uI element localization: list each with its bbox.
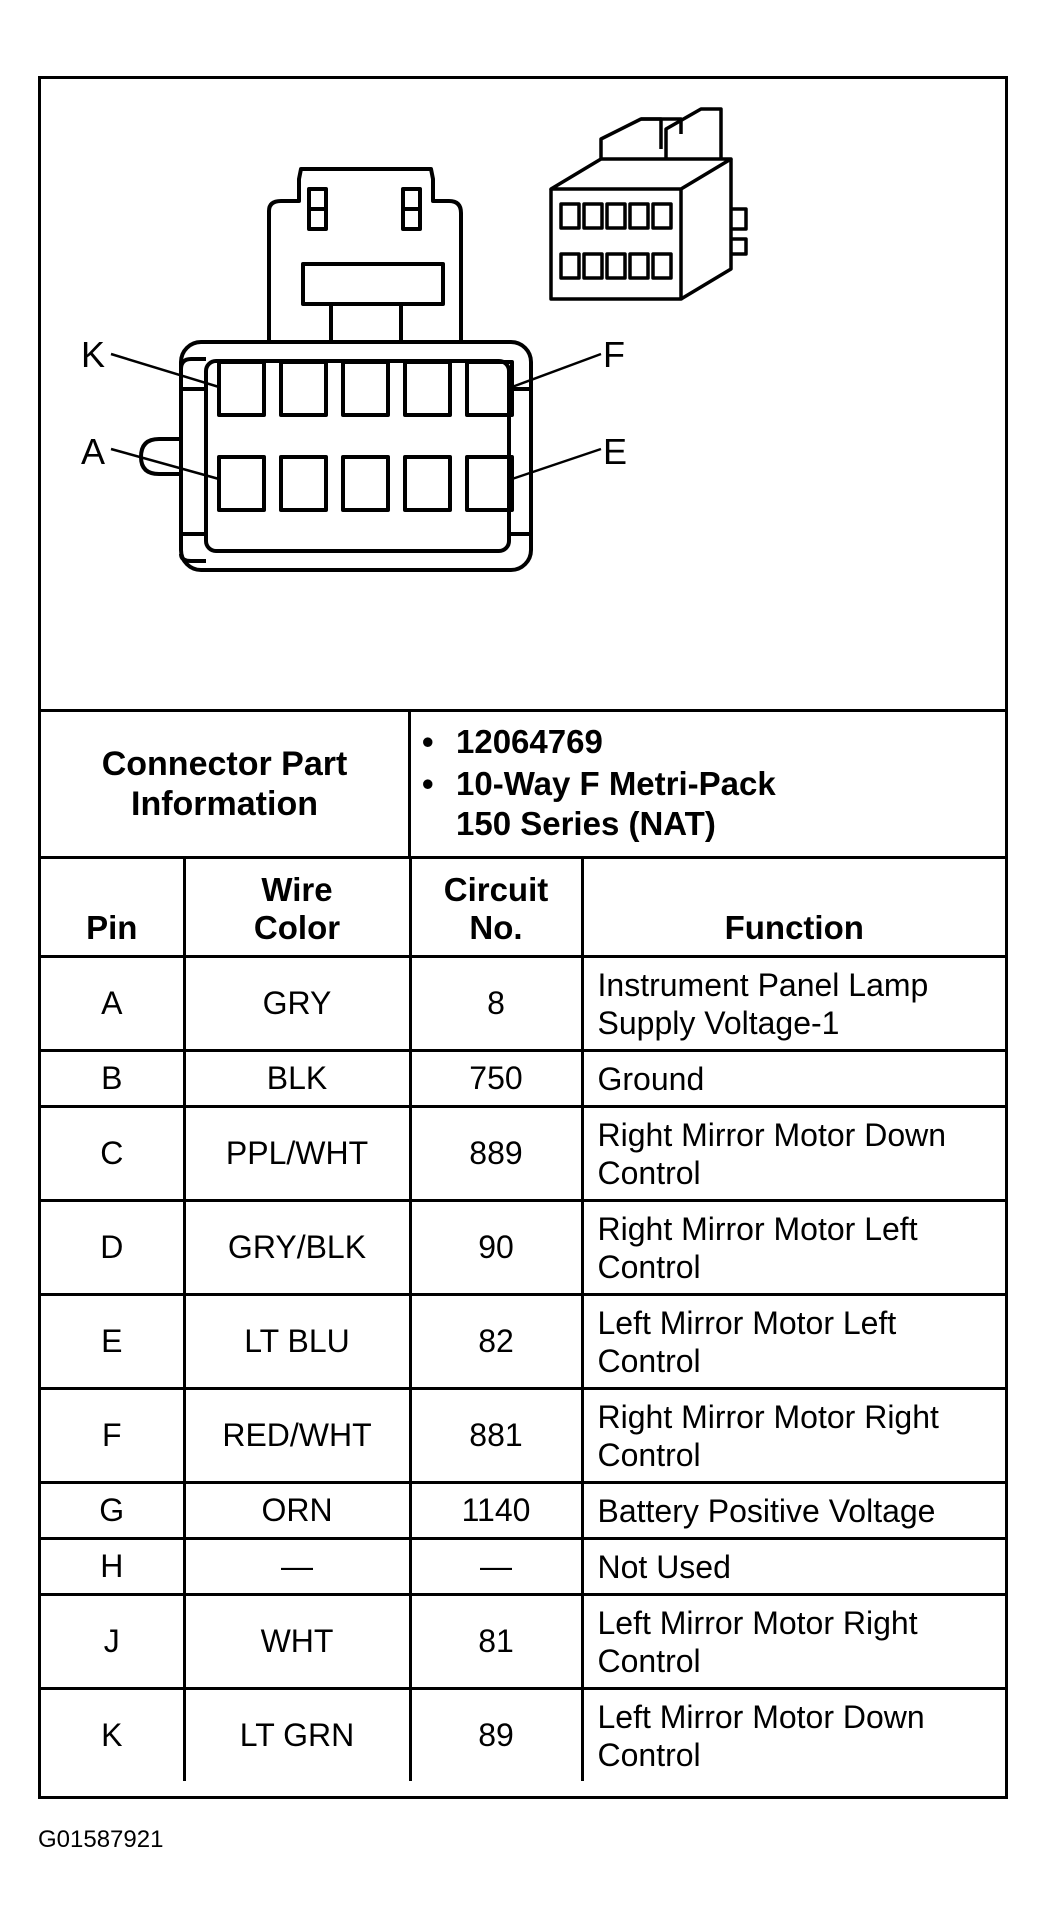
pin-cell: C — [41, 1105, 186, 1202]
connector-part-info-label: Connector Part Information — [41, 712, 411, 856]
pin-label-a: A — [81, 431, 105, 472]
wire-color-cell: ORN — [182, 1481, 412, 1540]
table-row: A GRY 8 Instrument Panel Lamp Supply Vol… — [41, 955, 1005, 1052]
pin-cell: G — [41, 1481, 186, 1540]
pin-table-header: Pin Wire Color Circuit No. Function — [41, 859, 1005, 958]
function-cell: Left Mirror Motor Left Control — [580, 1293, 1005, 1390]
pin-label-f: F — [603, 334, 625, 375]
connector-latch — [267, 167, 463, 343]
connector-type: 10-Way F Metri-Pack 150 Series (NAT) — [422, 764, 1005, 844]
wire-color-cell: PPL/WHT — [182, 1105, 412, 1202]
circuit-cell: 89 — [408, 1687, 584, 1781]
circuit-cell: 889 — [408, 1105, 584, 1202]
wire-color-cell: LT GRN — [182, 1687, 412, 1781]
connector-part-info-title: Connector Part Information — [101, 745, 348, 823]
wire-color-cell: — — [182, 1537, 412, 1596]
pin-label-e: E — [603, 431, 627, 472]
connector-sheet: K F A E Connector — [38, 76, 1008, 1799]
pin-cell: K — [41, 1687, 186, 1781]
circuit-cell: 1140 — [408, 1481, 584, 1540]
table-row: F RED/WHT 881 Right Mirror Motor Right C… — [41, 1387, 1005, 1484]
part-number: 12064769 — [422, 722, 1005, 762]
wire-color-cell: GRY/BLK — [182, 1199, 412, 1296]
function-cell: Left Mirror Motor Down Control — [580, 1687, 1005, 1781]
connector-part-info-values: 12064769 10-Way F Metri-Pack 150 Series … — [411, 712, 1005, 856]
connector-body — [179, 340, 533, 572]
function-cell: Right Mirror Motor Left Control — [580, 1199, 1005, 1296]
connector-isometric-view — [549, 107, 748, 301]
pin-cell: A — [41, 955, 186, 1052]
header-pin: Pin — [41, 859, 186, 958]
function-cell: Battery Positive Voltage — [580, 1481, 1005, 1540]
pin-cell: J — [41, 1593, 186, 1690]
pin-label-k: K — [81, 334, 105, 375]
function-cell: Instrument Panel Lamp Supply Voltage-1 — [580, 955, 1005, 1052]
connector-face-diagram: K F A E — [81, 107, 748, 572]
pin-cell: B — [41, 1049, 186, 1108]
function-cell: Not Used — [580, 1537, 1005, 1596]
circuit-cell: 881 — [408, 1387, 584, 1484]
table-row: H — — Not Used — [41, 1537, 1005, 1596]
pin-cell: D — [41, 1199, 186, 1296]
pin-cell: F — [41, 1387, 186, 1484]
table-row: D GRY/BLK 90 Right Mirror Motor Left Con… — [41, 1199, 1005, 1296]
pin-table: Pin Wire Color Circuit No. Function A GR… — [41, 859, 1005, 1781]
table-row: K LT GRN 89 Left Mirror Motor Down Contr… — [41, 1687, 1005, 1781]
pin-cell: H — [41, 1537, 186, 1596]
connector-part-info: Connector Part Information 12064769 10-W… — [41, 709, 1005, 859]
circuit-cell: 90 — [408, 1199, 584, 1296]
figure-id: G01587921 — [38, 1826, 164, 1853]
table-row: E LT BLU 82 Left Mirror Motor Left Contr… — [41, 1293, 1005, 1390]
function-cell: Left Mirror Motor Right Control — [580, 1593, 1005, 1690]
circuit-cell: 8 — [408, 955, 584, 1052]
table-row: B BLK 750 Ground — [41, 1049, 1005, 1108]
circuit-cell: — — [408, 1537, 584, 1596]
wire-color-cell: LT BLU — [182, 1293, 412, 1390]
header-wire-color: Wire Color — [182, 859, 412, 958]
wire-color-cell: GRY — [182, 955, 412, 1052]
wire-color-cell: RED/WHT — [182, 1387, 412, 1484]
circuit-cell: 81 — [408, 1593, 584, 1690]
connector-key-tab — [139, 437, 181, 476]
function-cell: Right Mirror Motor Down Control — [580, 1105, 1005, 1202]
pin-cell: E — [41, 1293, 186, 1390]
table-row: G ORN 1140 Battery Positive Voltage — [41, 1481, 1005, 1540]
wire-color-cell: BLK — [182, 1049, 412, 1108]
function-cell: Ground — [580, 1049, 1005, 1108]
circuit-cell: 750 — [408, 1049, 584, 1108]
function-cell: Right Mirror Motor Right Control — [580, 1387, 1005, 1484]
circuit-cell: 82 — [408, 1293, 584, 1390]
table-row: C PPL/WHT 889 Right Mirror Motor Down Co… — [41, 1105, 1005, 1202]
wire-color-cell: WHT — [182, 1593, 412, 1690]
header-circuit-no: Circuit No. — [408, 859, 584, 958]
table-row: J WHT 81 Left Mirror Motor Right Control — [41, 1593, 1005, 1690]
header-function: Function — [580, 859, 1005, 958]
